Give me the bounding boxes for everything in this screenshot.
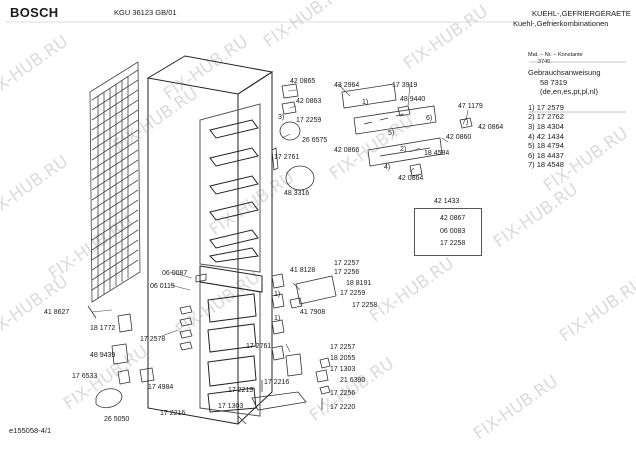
part-label: 26 5050 [104,416,130,423]
category-line-2: Kuehl-,Gefrierkombinationen [513,19,609,28]
part-label: 41 8627 [44,309,70,316]
part-label: 17 2258 [440,240,466,247]
part-label: 26 6575 [302,137,328,144]
sub-assembly-box [414,208,482,256]
manual-title: Gebrauchsanweisung [528,68,601,77]
small-parts [87,273,337,425]
part-label: 17 3919 [392,82,418,89]
parts-sidebar: Mat. – Nr. – Konstante 3740 Gebrauchsanw… [528,52,601,170]
part-label: 17 2256 [330,390,356,397]
sidebar-item: 1) 17 2579 [528,102,564,112]
part-callout: 1) [274,291,281,298]
part-label: 48 9439 [90,352,116,359]
part-label: 18 8191 [346,280,372,287]
part-label: 17 2578 [140,336,166,343]
sidebar-item: 7) 18 4548 [528,160,564,170]
part-label: 42 0864 [398,175,424,182]
cabinet-shell [146,55,274,425]
part-label: 17 2257 [330,344,356,351]
part-callout: 1) [362,99,369,106]
part-label: 17 2220 [330,404,356,411]
sidebar-item: 5) 18 4794 [528,141,564,151]
sidebar-item: 3) 18 4304 [528,121,564,131]
part-label: 17 6533 [72,373,98,380]
sidebar-item: 6) 18 4437 [528,150,564,160]
part-label: 06 0115 [150,283,175,290]
brand-logo: BOSCH [10,5,59,20]
sidebar-item: 4) 42 1434 [528,131,564,141]
part-callout: 2) [400,146,407,153]
part-label: 42 0867 [440,215,466,222]
part-callout: 7) [462,119,469,126]
sidebar-item: 2) 17 2762 [528,112,564,122]
part-callout: 6) [426,115,433,122]
part-label: 18 4584 [424,150,450,157]
part-label: 17 2259 [296,117,322,124]
part-label: 42 1433 [434,198,460,205]
mat-label: Mat. – Nr. – Konstante [528,52,583,58]
part-label: 48 9440 [400,96,426,103]
part-label: 17 1303 [218,403,244,410]
category-line-1: KUEHL-,GEFRIERGERAETE [532,9,631,18]
part-label: 06 0087 [162,270,188,277]
part-callout: 5) [388,130,395,137]
part-label: 17 2258 [352,302,378,309]
part-label: 17 2761 [274,154,300,161]
part-label: 17 2256 [334,269,360,276]
part-label: 21 6390 [340,377,366,384]
part-label: 17 2216 [264,379,290,386]
part-label: 42 0863 [296,98,322,105]
part-label: 47 1179 [458,103,483,110]
drawing-id: e155058-4/1 [9,426,52,435]
leader-lines [91,83,469,353]
part-label: 42 0866 [334,147,360,154]
part-label: 18 2055 [330,355,356,362]
model-number: KGU 36123 GB/01 [114,8,177,17]
part-label: 17 2219 [228,387,254,394]
condenser-coil [89,61,141,303]
part-label: 41 7908 [300,309,326,316]
manual-languages: (de,en,es,pt,pl,nl) [540,87,598,97]
part-callout: 4) [384,164,391,171]
part-label: 42 0860 [446,134,472,141]
part-label: 41 8128 [290,267,316,274]
part-label: 06 0083 [440,228,466,235]
part-label: 18 1772 [90,325,116,332]
part-label: 17 2257 [334,260,360,267]
manual-number: 58 7319 [540,77,568,87]
part-label: 17 2761 [246,343,272,350]
part-label: 17 2259 [340,290,366,297]
part-label: 42 0865 [290,78,316,85]
control-panel [341,83,473,177]
part-callout: 3) [278,114,285,121]
part-label: 17 4984 [148,384,174,391]
part-label: 42 0864 [478,124,504,131]
part-label: 48 3316 [284,190,310,197]
part-label: 17 2216 [160,410,186,417]
part-callout: 1) [274,315,281,322]
fan-housing [271,83,315,191]
part-label: 17 1303 [330,366,356,373]
part-label: 43 2964 [334,82,360,89]
